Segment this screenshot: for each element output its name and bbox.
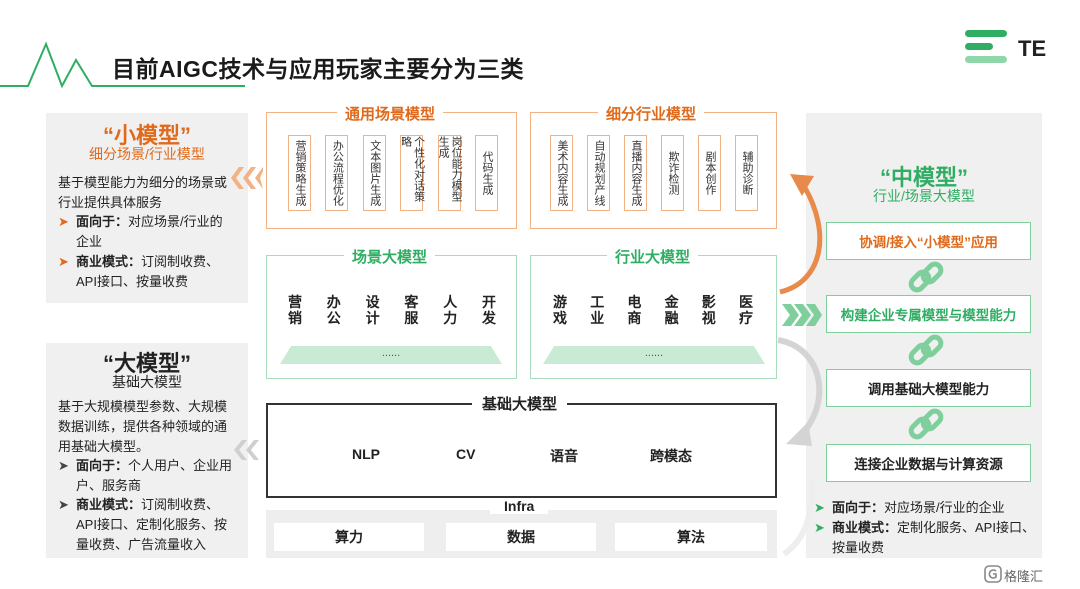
- small-model-heading: “小模型”: [102, 123, 191, 148]
- arrow-icon: ➤: [814, 500, 825, 515]
- middle-model-business: ➤ 商业模式：定制化服务、API接口、按量收费: [814, 518, 1036, 558]
- middle-model-panel: [806, 113, 1042, 558]
- industry-detail-item: 剧本创作: [698, 135, 721, 211]
- logo-text: TE: [1018, 36, 1047, 61]
- scene-large-item: 人力: [443, 294, 458, 326]
- step-coordinate-small-models: 协调/接入“小模型”应用: [826, 222, 1031, 260]
- general-scene-item: 营销策略生成: [288, 135, 311, 211]
- step-build-enterprise-model: 构建企业专属模型与模型能力: [826, 295, 1031, 333]
- industry-detail-model-title: 细分行业模型: [598, 103, 705, 124]
- large-model-target: ➤ 面向于：个人用户、企业用户、服务商: [58, 456, 234, 496]
- scene-large-item: 开发: [481, 294, 496, 326]
- chevron-left-orange-icon: [231, 167, 263, 189]
- industry-detail-item: 直播内容生成: [624, 135, 647, 211]
- small-model-desc: 基于模型能力为细分的场景或行业提供具体服务: [58, 175, 228, 210]
- large-model-heading: “大模型”: [102, 351, 191, 376]
- scene-large-items: 营销 办公 设计 客服 人力 开发: [286, 294, 498, 326]
- industry-large-bar: [543, 346, 765, 364]
- heartbeat-line-decoration: [0, 41, 245, 89]
- middle-model-target: ➤ 面向于：对应场景/行业的企业: [814, 498, 1036, 518]
- chain-link-icon: [908, 408, 944, 440]
- general-scene-items: 营销策略生成 办公流程优化 文本图片生成 个性化对话策略 岗位能力模型生成 代码…: [288, 135, 498, 215]
- scene-large-ellipsis: ......: [381, 347, 401, 359]
- small-model-subtitle: 细分场景/行业模型: [89, 146, 205, 162]
- industry-detail-item: 欺诈检测: [661, 135, 684, 211]
- general-scene-model-title: 通用场景模型: [337, 103, 444, 124]
- base-item-cv: CV: [456, 446, 476, 462]
- base-item-nlp: NLP: [352, 446, 380, 462]
- chevron-right-green-icon: [782, 304, 822, 326]
- logo-icon: [965, 30, 1007, 63]
- arrow-icon: ➤: [58, 214, 69, 229]
- scene-large-item: 办公: [326, 294, 341, 326]
- industry-detail-item: 自动规划产线: [587, 135, 610, 211]
- scene-large-model-title: 场景大模型: [344, 246, 436, 267]
- curved-arrow-orange-icon: [779, 174, 823, 295]
- general-scene-item: 岗位能力模型生成: [437, 135, 462, 211]
- general-scene-item: 代码生成: [474, 135, 498, 211]
- arrow-icon: ➤: [58, 254, 69, 269]
- small-model-panel: [46, 113, 248, 303]
- large-model-panel: [46, 343, 248, 558]
- chain-link-icon: [908, 334, 944, 366]
- infra-item-data: 数据: [446, 523, 596, 551]
- industry-detail-items: 美术内容生成 自动规划产线 直播内容生成 欺诈检测 剧本创作 辅助诊断: [550, 135, 758, 215]
- infra-item-algorithm: 算法: [615, 523, 767, 551]
- large-model-subtitle: 基础大模型: [112, 374, 182, 390]
- infra-title: Infra: [490, 498, 549, 514]
- industry-large-item: 影视: [701, 294, 716, 326]
- chevron-left-grey-icon: [234, 440, 259, 460]
- industry-detail-item: 辅助诊断: [735, 135, 758, 211]
- chain-link-icon: [908, 261, 944, 293]
- small-model-business: ➤ 商业模式：订阅制收费、API接口、按量收费: [58, 252, 230, 292]
- industry-detail-item: 美术内容生成: [550, 135, 573, 211]
- curved-arrow-grey-icon: [777, 337, 823, 446]
- arrow-icon: ➤: [58, 497, 69, 512]
- middle-model-subtitle: 行业/场景大模型: [873, 188, 975, 204]
- industry-large-item: 工业: [590, 294, 605, 326]
- step-call-base-model: 调用基础大模型能力: [826, 369, 1031, 407]
- scene-large-bar: [280, 346, 502, 364]
- arrow-icon: ➤: [58, 458, 69, 473]
- watermark-logo-icon: [984, 565, 1002, 583]
- step-connect-data-compute: 连接企业数据与计算资源: [826, 444, 1031, 482]
- middle-model-heading: “中模型”: [879, 165, 968, 190]
- infra-item-compute: 算力: [274, 523, 424, 551]
- general-scene-item: 文本图片生成: [362, 135, 386, 211]
- base-model-title: 基础大模型: [472, 393, 568, 414]
- arrow-icon: ➤: [814, 520, 825, 535]
- general-scene-item: 办公流程优化: [325, 135, 349, 211]
- industry-large-ellipsis: ......: [644, 347, 664, 359]
- base-model-box: [266, 403, 777, 498]
- base-item-speech: 语音: [550, 448, 578, 464]
- industry-large-item: 金融: [664, 294, 679, 326]
- scene-large-item: 客服: [404, 294, 419, 326]
- large-model-business: ➤ 商业模式：订阅制收费、API接口、定制化服务、按量收费、广告流量收入: [58, 495, 234, 555]
- curved-arrow-light-icon: [782, 479, 816, 557]
- base-item-multimodal: 跨模态: [650, 448, 692, 464]
- small-model-target: ➤ 面向于：对应场景/行业的企业: [58, 212, 230, 252]
- general-scene-item: 个性化对话策略: [400, 135, 425, 211]
- scene-large-item: 设计: [365, 294, 380, 326]
- watermark-text: 格隆汇: [1004, 569, 1044, 584]
- industry-large-item: 游戏: [553, 294, 567, 326]
- industry-large-item: 电商: [627, 294, 642, 326]
- page-title: 目前AIGC技术与应用玩家主要分为三类: [112, 56, 524, 82]
- industry-large-items: 游戏 工业 电商 金融 影视 医疗: [551, 294, 755, 326]
- scene-large-item: 营销: [288, 294, 302, 326]
- industry-large-model-title: 行业大模型: [607, 246, 699, 267]
- industry-large-item: 医疗: [738, 294, 753, 326]
- large-model-desc: 基于大规模模型参数、大规模数据训练，提供各种领域的通用基础大模型。: [58, 399, 228, 454]
